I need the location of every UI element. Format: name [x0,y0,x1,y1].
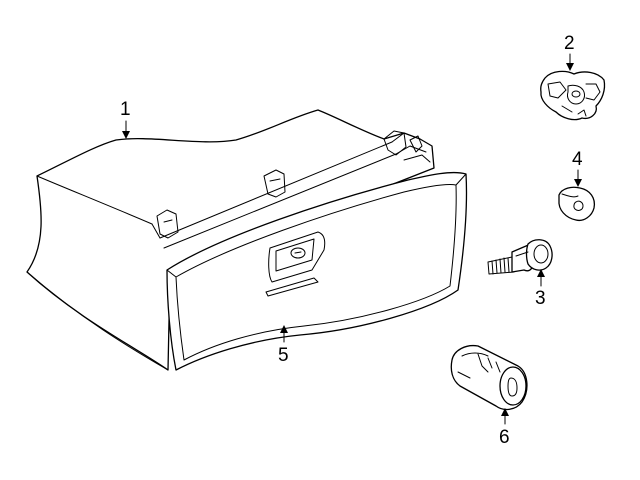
callout-3: 3 [535,288,546,309]
callout-5: 5 [278,345,289,366]
leader-lines [122,53,582,425]
callout-6: 6 [499,427,510,448]
leader-3 [537,269,545,287]
part-6-lock-barrel [450,344,528,411]
part-2-latch [540,70,606,121]
leader-4 [574,169,582,187]
leader-1 [122,120,130,139]
leader-2 [566,53,574,71]
leader-6 [501,408,509,425]
part-5-glove-box-door [166,171,468,371]
callout-4: 4 [572,149,583,170]
leader-5 [280,325,288,343]
callout-2: 2 [564,33,575,54]
callout-1: 1 [120,99,131,120]
part-4-bumper-cap [558,186,596,222]
part-3-bolt [487,239,553,275]
